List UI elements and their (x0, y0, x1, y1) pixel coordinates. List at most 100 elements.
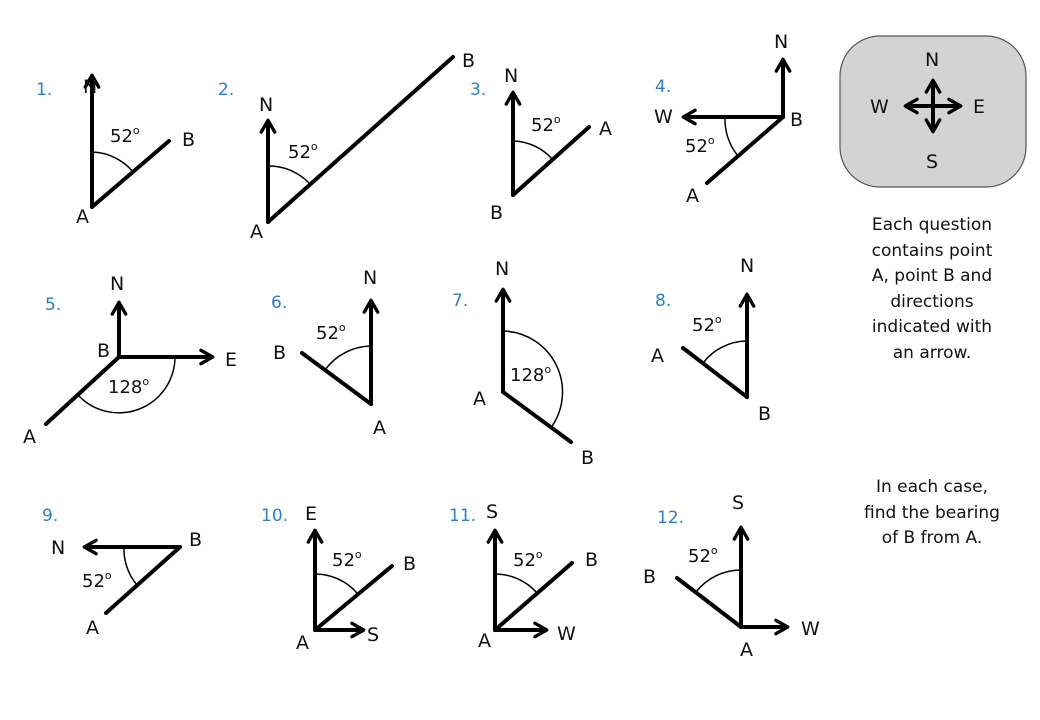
question-number: 7. (452, 291, 468, 311)
compass-s-label: S (926, 151, 938, 173)
question-9: 9. N B A 52o (42, 506, 202, 639)
question-number: 8. (655, 291, 671, 311)
question-5: 5. N E B A 128o (23, 273, 237, 448)
line-ab (104, 545, 182, 615)
angle-arc (77, 356, 176, 414)
angle-label: 52o (513, 548, 543, 571)
line-ab (90, 139, 171, 209)
line-ab (501, 390, 573, 444)
point-a-label: A (599, 118, 612, 140)
question-number: 3. (470, 80, 486, 100)
angle-arc (267, 165, 311, 185)
point-a-label: A (296, 632, 309, 654)
label-n: N (774, 31, 788, 53)
label-n: N (363, 267, 377, 289)
question-number: 2. (218, 80, 234, 100)
label-n: N (740, 255, 754, 277)
point-a-label: A (23, 426, 36, 448)
compass-legend: N S E W (839, 35, 1027, 188)
question-7: 7. N A B 128o (452, 258, 594, 469)
angle-arc (724, 116, 739, 157)
compass-e-label: E (973, 96, 985, 118)
question-12: 12. S W B A 52o (643, 492, 820, 661)
label-e: E (305, 503, 317, 525)
point-b-label: B (490, 202, 503, 224)
angle-arc (502, 330, 564, 430)
point-a-label: A (478, 630, 491, 652)
angle-label: 52o (685, 134, 715, 157)
angle-arc (702, 340, 748, 364)
instructions-paragraph-1: Each question contains point A, point B … (871, 215, 993, 363)
point-b-label: B (182, 129, 195, 151)
angle-label: 52o (692, 313, 722, 336)
line-ab (511, 125, 591, 197)
point-b-label: B (790, 109, 803, 131)
point-a-label: A (373, 417, 386, 439)
question-10: 10. E S B A 52o (261, 503, 416, 654)
line-ab (675, 576, 743, 629)
label-n: N (110, 273, 124, 295)
angle-arc (123, 546, 138, 586)
label-n: N (495, 258, 509, 280)
point-b-label: B (189, 529, 202, 551)
point-a-label: A (686, 185, 699, 207)
point-b-label: B (97, 340, 110, 362)
point-a-label: A (651, 345, 664, 367)
angle-arc (324, 345, 372, 371)
angle-label: 52o (288, 140, 318, 163)
point-b-label: B (758, 403, 771, 425)
compass-n-label: N (925, 49, 939, 71)
point-b-label: B (581, 447, 594, 469)
point-a-label: A (740, 639, 753, 661)
label-w: W (801, 618, 820, 640)
angle-label: 52o (82, 569, 112, 592)
angle-arc (494, 573, 538, 594)
angle-arc (695, 569, 742, 593)
angle-label: 52o (110, 124, 140, 147)
line-ab (313, 564, 394, 632)
angle-arc (91, 151, 134, 173)
question-6: 6. N B A 52o (271, 267, 386, 439)
angle-label: 52o (332, 548, 362, 571)
line-ab (705, 115, 785, 185)
question-4: 4. N W B A 52o (654, 31, 803, 207)
label-s: S (732, 492, 744, 514)
label-w: W (557, 623, 576, 645)
angle-arc (512, 140, 554, 161)
point-a-label: A (76, 206, 89, 228)
label-n: N (504, 65, 518, 87)
question-number: 4. (655, 77, 671, 97)
question-3: 3. N B A 52o (470, 65, 612, 224)
point-a-label: A (250, 221, 263, 243)
point-b-label: B (403, 553, 416, 575)
question-number: 11. (449, 506, 476, 526)
question-8: 8. N A B 52o (651, 255, 771, 425)
angle-label: 52o (316, 321, 346, 344)
compass-w-label: W (870, 96, 889, 118)
label-s: S (367, 624, 379, 646)
line-ab (300, 351, 373, 406)
angle-label: 128o (108, 375, 149, 398)
question-1: 1. N A B 52o (36, 73, 195, 228)
question-11: 11. S W B A 52o (449, 501, 598, 652)
point-b-label: B (273, 342, 286, 364)
question-number: 12. (657, 508, 684, 528)
angle-label: 128o (510, 363, 551, 386)
label-e: E (225, 349, 237, 371)
angle-label: 52o (688, 544, 718, 567)
angle-arc (314, 573, 358, 594)
label-w: W (654, 106, 673, 128)
point-b-label: B (585, 549, 598, 571)
line-ab (44, 355, 121, 426)
question-number: 10. (261, 506, 288, 526)
instructions-paragraph-2: In each case, find the bearing of B from… (864, 477, 1000, 548)
point-a-label: A (473, 388, 486, 410)
label-s: S (486, 501, 498, 523)
line-ab (681, 346, 749, 399)
question-number: 6. (271, 293, 287, 313)
question-2: 2. N A B 52o (218, 50, 475, 243)
point-b-label: B (643, 566, 656, 588)
label-n: N (83, 76, 97, 98)
angle-label: 52o (531, 113, 561, 136)
